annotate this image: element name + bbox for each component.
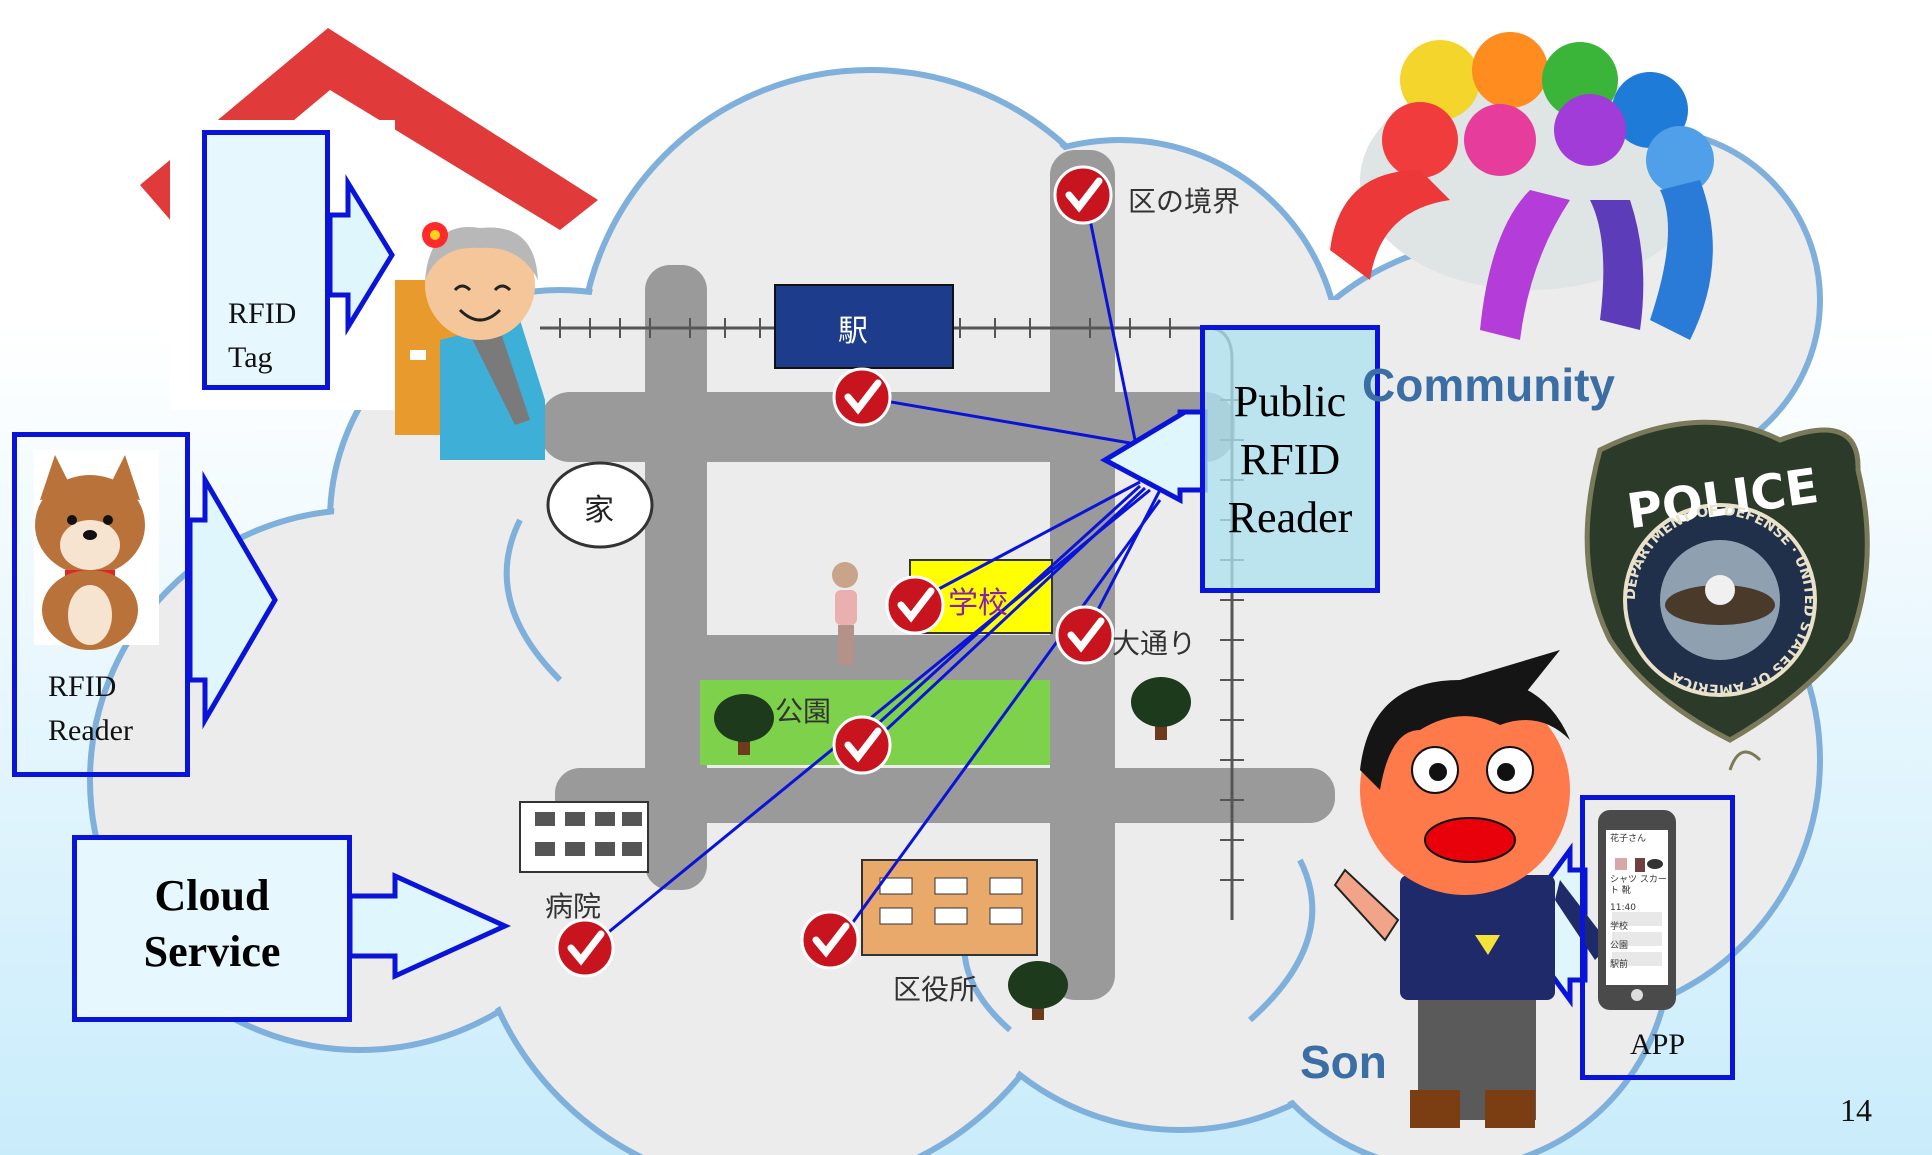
- tag-arrow: [327, 174, 395, 336]
- rfid-checkpoint-icon: [832, 367, 892, 427]
- hospital-label: 病院: [545, 890, 602, 923]
- public-reader-label-line2: RFID: [1239, 435, 1341, 484]
- school-label: 学校: [948, 586, 1008, 621]
- rfid-reader-box: [12, 432, 190, 777]
- home-marker: [546, 461, 654, 549]
- cloud-service-box: [72, 835, 352, 1022]
- community-label: Community: [1362, 359, 1615, 411]
- hospital-building: [519, 801, 649, 873]
- phone-line: 公園: [1610, 941, 1629, 951]
- rfid-checkpoint-icon: [800, 910, 860, 970]
- ward-office-label: 区役所: [893, 973, 978, 1006]
- public-reader-label-line3: Reader: [1227, 493, 1353, 542]
- station-label: 駅: [838, 314, 868, 349]
- son-icon: [1333, 650, 1610, 1128]
- rfid-checkpoint-icon: [555, 918, 615, 978]
- cloud-service-label-line2: Service: [143, 927, 281, 976]
- cloud-service-label-line1: Cloud: [154, 871, 270, 920]
- app-label: APP: [1629, 1028, 1686, 1061]
- public-rfid-reader-label: Public RFID Reader: [1200, 373, 1380, 547]
- app-box: [1580, 795, 1735, 1080]
- son-label: Son: [1300, 1036, 1387, 1088]
- phone-line: 靴: [1621, 886, 1631, 896]
- public-rfid-reader-box: [1200, 325, 1380, 593]
- tree-icon: [1131, 677, 1191, 740]
- rfid-checkpoint-icon: [1053, 165, 1113, 225]
- rfid-checkpoint-icon: [1055, 605, 1115, 665]
- rfid-checkpoint-icon: [832, 715, 892, 775]
- tree-icon: [1008, 961, 1068, 1020]
- reader-arrow: [187, 470, 278, 730]
- rfid-tag-label-line2: Tag: [228, 341, 273, 374]
- public-reader-arrow: [1099, 409, 1208, 505]
- phone-screen-text: 花子さん シャツ スカート 靴 11:40 学校 公園 駅前: [1610, 834, 1668, 971]
- rfid-check-markers: [555, 165, 1115, 978]
- cloud-service-label: Cloud Service: [72, 868, 352, 980]
- boundary-label: 区の境界: [1128, 185, 1241, 218]
- rfid-reader-label: RFID Reader: [48, 665, 133, 753]
- rfid-reader-label-line2: Reader: [48, 714, 133, 747]
- smartphone-icon: [1598, 810, 1676, 1010]
- grandmother-icon: [422, 222, 545, 460]
- rfid-tag-label-line1: RFID: [228, 297, 297, 330]
- elderly-walker-icon: [832, 562, 858, 665]
- tree-icon: [714, 694, 774, 755]
- police-badge-icon: POLICE DEPARTMENT OF DEFENSE · UNITED ST…: [1584, 419, 1870, 771]
- cloud-service-arrow: [347, 872, 512, 980]
- main-street-label: 大通り: [1112, 627, 1197, 660]
- dog-icon: [34, 450, 159, 650]
- rfid-tag-box: [202, 130, 330, 390]
- phone-line: 11:40: [1610, 903, 1636, 913]
- phone-line: 花子さん: [1610, 834, 1647, 844]
- home-label: 家: [584, 493, 614, 528]
- phone-line: スカート: [1610, 875, 1667, 896]
- community-figures-icon: [1330, 32, 1714, 340]
- rfid-reader-label-line1: RFID: [48, 670, 117, 703]
- ward-office-building: [861, 859, 1038, 956]
- rfid-tag-label: RFID Tag: [228, 292, 296, 380]
- park-label: 公園: [775, 695, 832, 728]
- phone-line: 駅前: [1610, 960, 1629, 970]
- phone-line: シャツ: [1610, 875, 1638, 885]
- page-number: 14: [1840, 1092, 1872, 1128]
- phone-line: 学校: [1610, 922, 1629, 932]
- rfid-checkpoint-icon: [885, 575, 945, 635]
- public-reader-label-line1: Public: [1233, 377, 1347, 426]
